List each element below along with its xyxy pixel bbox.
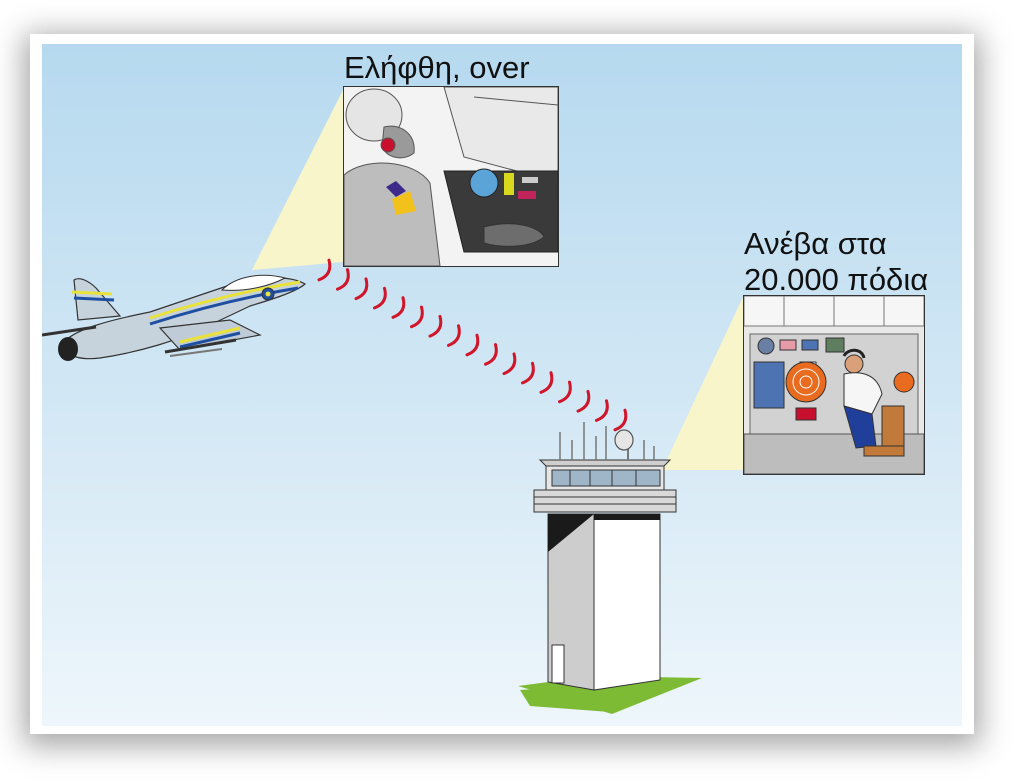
radio-wave-arc bbox=[317, 258, 332, 282]
controller-view-cone bbox=[662, 297, 743, 470]
pilot-view-cone bbox=[252, 90, 343, 270]
fighter-jet-icon bbox=[42, 274, 307, 361]
radio-wave-arc bbox=[502, 352, 517, 376]
radio-wave-arc bbox=[613, 408, 628, 432]
air-traffic-controller-icon bbox=[744, 296, 924, 474]
radio-wave-arc bbox=[576, 389, 591, 413]
radio-wave-arc bbox=[373, 286, 387, 310]
tower-instruction-line-2: 20.000 πόδια bbox=[744, 262, 929, 297]
radio-wave-arc bbox=[484, 343, 498, 366]
radio-wave-arc bbox=[391, 296, 406, 319]
radio-wave-arc bbox=[521, 361, 535, 385]
control-tower-icon bbox=[533, 422, 677, 691]
tower-instruction-line-1: Ανέβα στα bbox=[744, 226, 887, 261]
pilot-cockpit-inset bbox=[343, 86, 559, 267]
radio-wave-arc bbox=[447, 324, 461, 347]
tower-instruction-caption: Ανέβα στα 20.000 πόδια bbox=[744, 226, 928, 298]
pilot-in-cockpit-icon bbox=[344, 87, 558, 266]
radio-wave-arc bbox=[558, 380, 572, 404]
controller-inset bbox=[743, 295, 925, 475]
radio-wave-arc bbox=[539, 371, 554, 394]
radio-wave-arc bbox=[465, 333, 480, 357]
radio-wave-arc bbox=[336, 268, 350, 291]
pilot-reply-caption: Ελήφθη, over bbox=[344, 50, 530, 85]
radio-wave-arc bbox=[428, 314, 443, 338]
diagram-artwork bbox=[42, 90, 743, 714]
communication-diagram: Ελήφθη, over Ανέβα στα 20.000 πόδια bbox=[42, 44, 962, 726]
radio-wave-arc bbox=[595, 399, 609, 422]
radio-wave-arc bbox=[410, 305, 424, 329]
radio-waves-icon bbox=[317, 258, 628, 432]
radio-wave-arc bbox=[354, 277, 369, 301]
